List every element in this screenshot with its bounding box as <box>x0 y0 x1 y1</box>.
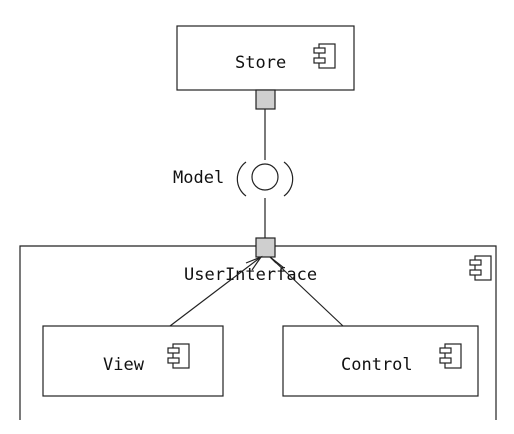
user-interface-port[interactable] <box>255 237 276 258</box>
required-interface-socket-icon <box>236 161 247 197</box>
control-label: Control <box>341 355 413 375</box>
view-label: View <box>103 355 145 375</box>
component-icon <box>313 43 336 69</box>
control-component[interactable]: Control <box>282 325 479 397</box>
arrowhead-control <box>269 256 285 269</box>
view-component[interactable]: View <box>42 325 224 397</box>
component-icon <box>469 255 492 281</box>
model-label: Model <box>173 168 224 188</box>
component-icon <box>439 343 462 369</box>
arrowhead-view <box>245 255 263 271</box>
store-label: Store <box>235 53 286 73</box>
delegation-to-control <box>269 256 344 327</box>
component-icon <box>167 343 190 369</box>
store-component[interactable]: Store <box>176 25 355 91</box>
store-port[interactable] <box>255 89 276 110</box>
provided-interface-ball-icon <box>251 163 279 191</box>
delegation-to-view <box>169 256 262 327</box>
model-interface[interactable]: Model <box>173 161 294 197</box>
